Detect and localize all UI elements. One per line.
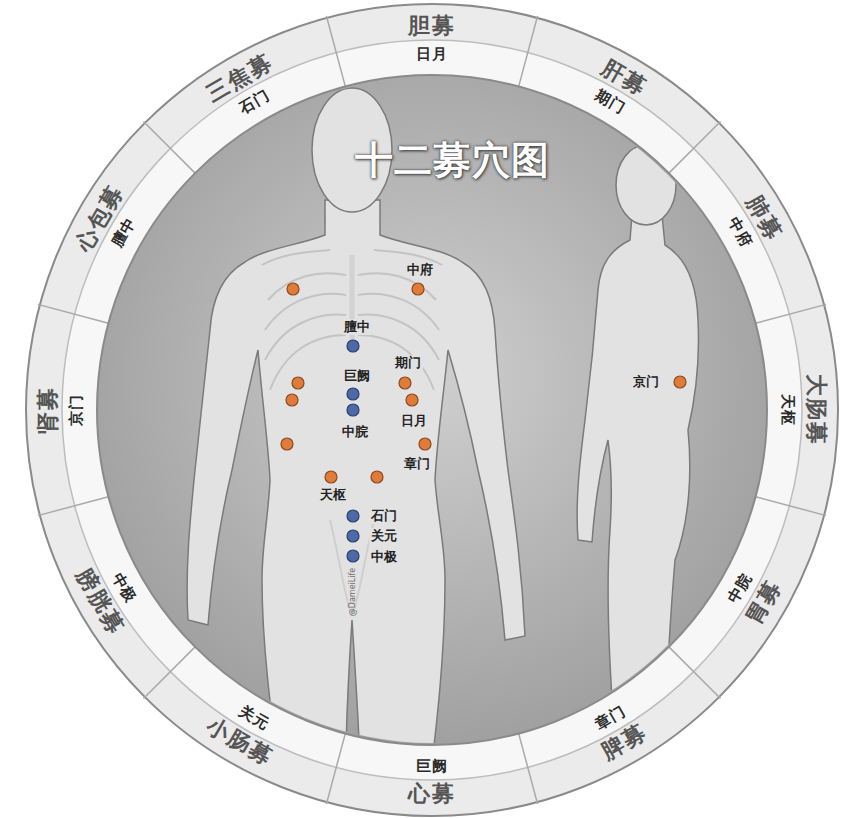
meridian-name: 肾募 bbox=[35, 386, 61, 434]
body-figures bbox=[187, 88, 698, 818]
acupoint-label: 日月 bbox=[399, 413, 429, 429]
acupoint-label: 中府 bbox=[405, 262, 435, 278]
ring-segment: 心募巨阙 bbox=[408, 757, 456, 807]
acupoint-label: 章门 bbox=[402, 456, 432, 472]
acupoint-label: 中脘 bbox=[340, 424, 370, 440]
ring-segment: 肝募期门 bbox=[585, 54, 652, 121]
ring-segment: 小肠募关元 bbox=[202, 693, 289, 772]
diagram-title: 十二募穴图 bbox=[355, 138, 550, 182]
ring-segment: 心包募膻中 bbox=[70, 180, 149, 267]
ring-segment: 肾募京门 bbox=[35, 386, 85, 434]
point-name: 天枢 bbox=[779, 394, 797, 426]
meridian-name: 胆募 bbox=[408, 13, 456, 39]
ring-segment: 肺募中府 bbox=[721, 191, 788, 258]
ring-segment: 大肠募天枢 bbox=[779, 374, 829, 446]
meridian-name: 心募 bbox=[408, 781, 456, 807]
side-figure bbox=[577, 145, 698, 818]
meridian-name: 大肠募 bbox=[803, 374, 829, 446]
acupoint-label: 天枢 bbox=[318, 487, 348, 503]
ring-segment: 胆募日月 bbox=[408, 13, 456, 63]
acupoint-label: 期门 bbox=[393, 355, 423, 371]
point-name: 日月 bbox=[416, 45, 448, 63]
ring-segment: 脾募章门 bbox=[585, 699, 652, 766]
acupoint-label: 关元 bbox=[369, 528, 399, 544]
point-name: 京门 bbox=[67, 394, 85, 426]
point-name: 巨阙 bbox=[416, 757, 448, 775]
front-figure bbox=[187, 88, 525, 818]
acupoint-label: 膻中 bbox=[342, 319, 372, 335]
acupoint-dots bbox=[281, 283, 686, 562]
watermark: @DameiLife bbox=[348, 568, 358, 616]
ring-segment: 胃募中脘 bbox=[721, 563, 788, 630]
acupoint-label: 京门 bbox=[631, 374, 661, 390]
ring-segment: 膀胱募中极 bbox=[70, 552, 149, 639]
acupoint-label: 中极 bbox=[369, 549, 399, 565]
acupoint-label: 巨阙 bbox=[342, 368, 372, 384]
acupoint-label: 石门 bbox=[369, 508, 399, 524]
ring-segment: 三焦募石门 bbox=[202, 48, 289, 127]
